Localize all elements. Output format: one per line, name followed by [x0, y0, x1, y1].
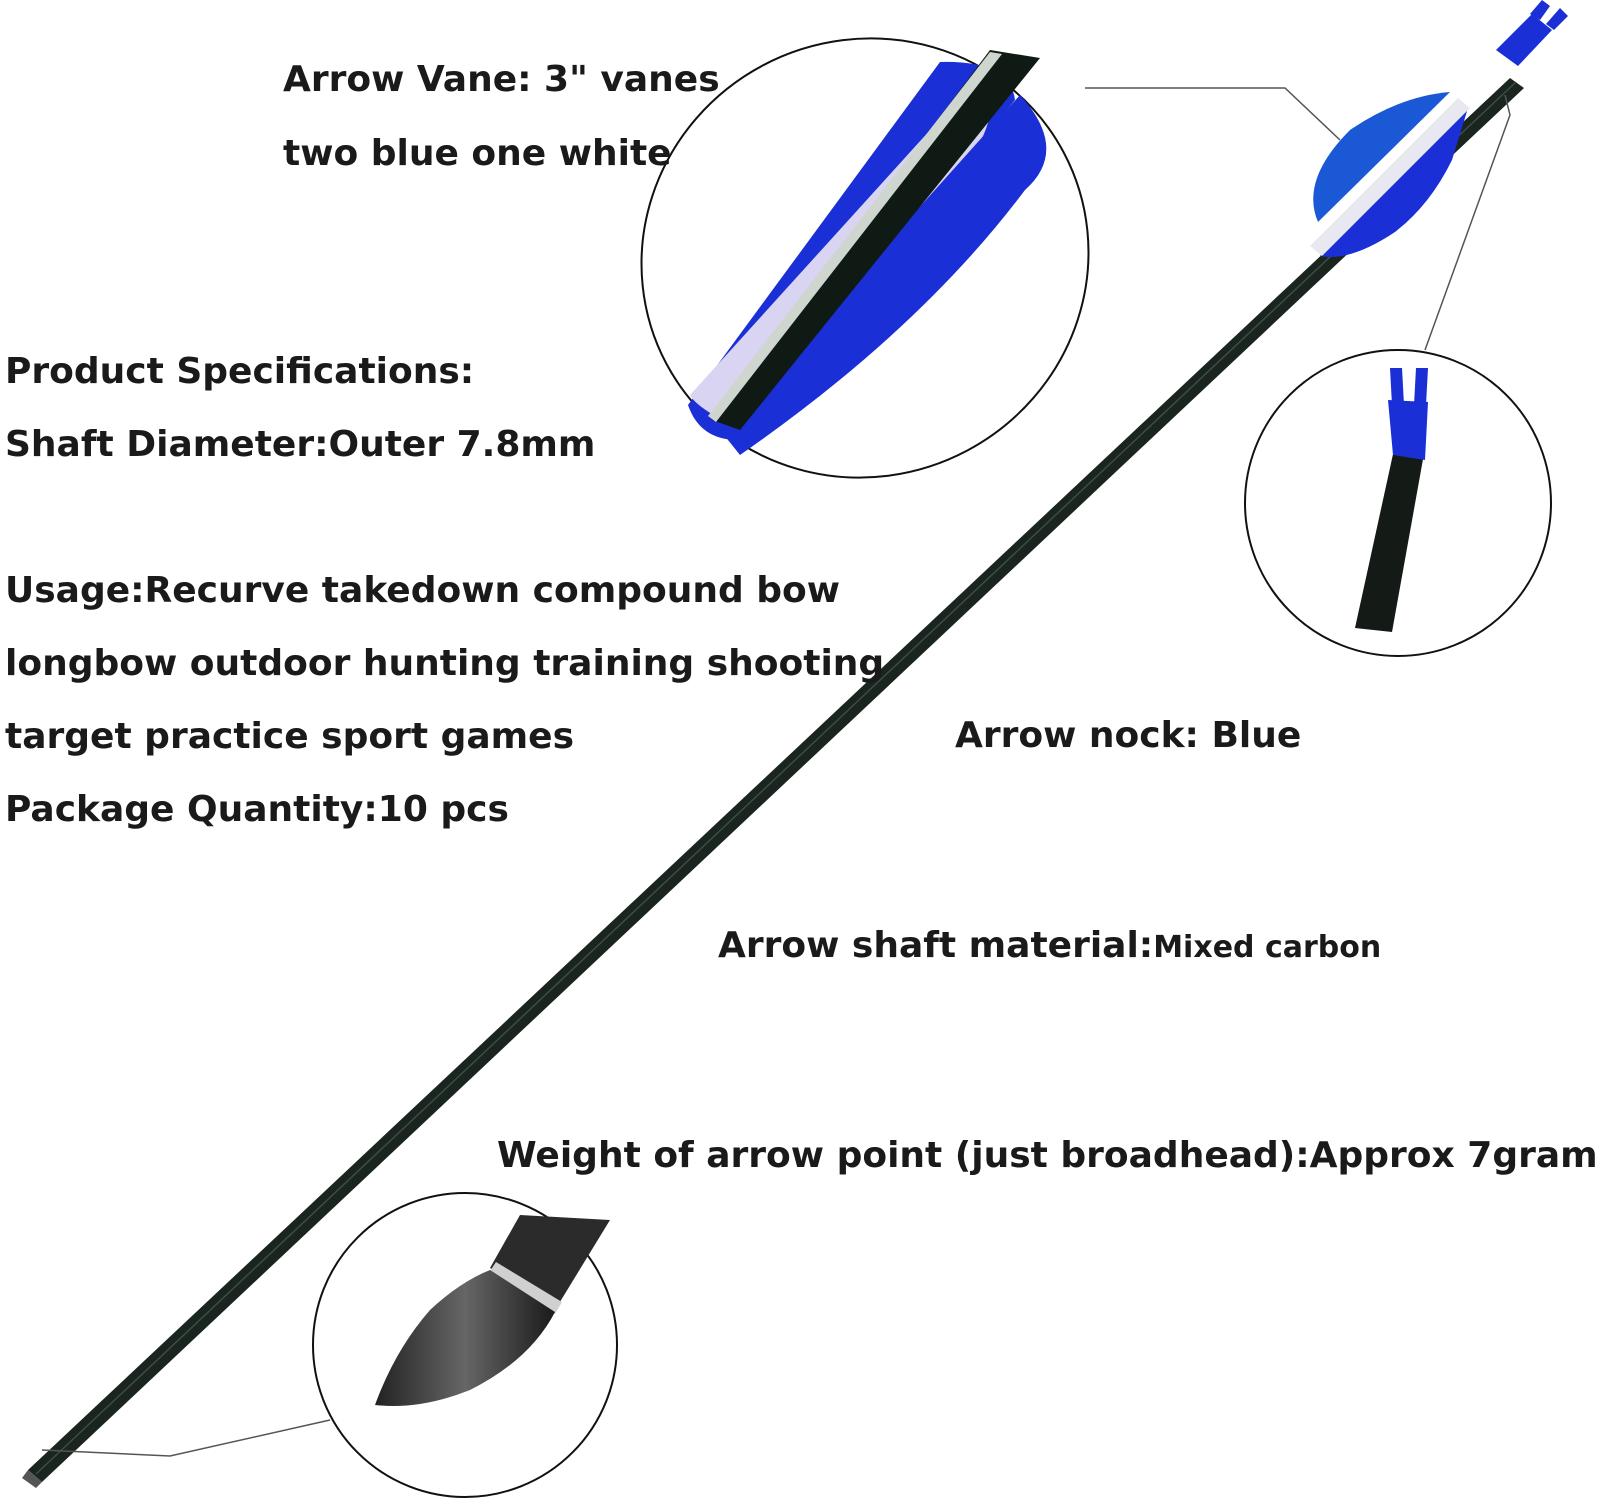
- shaft-diameter: Shaft Diameter:Outer 7.8mm: [5, 424, 596, 465]
- nock-label: Arrow nock: Blue: [955, 715, 1302, 756]
- usage-line1: Usage:Recurve takedown compound bow: [5, 570, 841, 611]
- nock-on-shaft: [1496, 0, 1568, 66]
- shaft-material-label: Arrow shaft material:: [718, 925, 1154, 966]
- shaft-material-value: Mixed carbon: [1153, 930, 1382, 965]
- vane-spec-line1: Arrow Vane: 3" vanes: [283, 59, 720, 100]
- package-quantity: Package Quantity:10 pcs: [5, 789, 509, 830]
- vane-spec-line2: two blue one white: [283, 133, 672, 174]
- specs-heading: Product Specifications:: [5, 351, 475, 392]
- nock-zoom-circle: [1244, 349, 1552, 657]
- usage-line2: longbow outdoor hunting training shootin…: [5, 643, 885, 684]
- point-zoom-circle: [312, 1192, 618, 1498]
- leader-lines: [41, 87, 1511, 1457]
- vanes-on-shaft: [1310, 92, 1470, 257]
- shaft-material: Arrow shaft material:Mixed carbon: [718, 928, 1381, 964]
- vane-zoom-circle: [640, 37, 1090, 479]
- point-weight: Weight of arrow point (just broadhead):A…: [497, 1135, 1598, 1176]
- arrow-shaft: [22, 78, 1524, 1488]
- usage-line3: target practice sport games: [5, 716, 575, 757]
